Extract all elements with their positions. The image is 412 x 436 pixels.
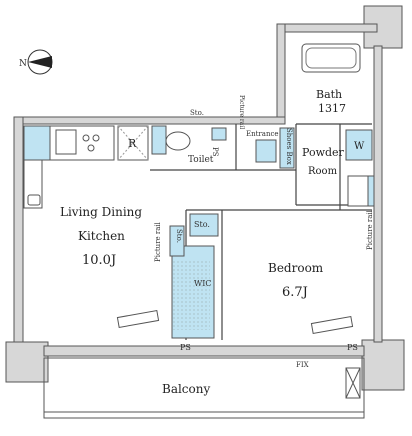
air-vents [116,310,354,334]
picture-rail-bedroom: Picture rail [366,209,374,250]
refrigerator-space: R [117,125,149,161]
compass-north-label: N [19,59,27,69]
bath-size-label: 1317 [318,102,346,115]
balcony: Balcony [43,357,365,419]
entrance-label: Entrance [246,130,279,138]
storage-label-wic: Sto. [194,220,210,229]
storage-label-toilet: Sto. [190,109,204,117]
ps-label-right: PS [347,343,358,352]
kitchen-counter [23,125,115,209]
storage-label-side: Sto. [175,229,183,243]
powder-label-line2: Room [308,166,338,177]
powder-label-line1: Powder [302,146,345,159]
washer-label: W [354,141,365,152]
bath-label: Bath [316,88,342,101]
compass-icon: N [19,49,53,75]
ldk-area-label: 10.0J [82,253,116,268]
walk-in-closet: WIC Sto. Sto. [169,213,219,339]
picture-rail-ldk: Picture rail [154,221,162,262]
bedroom-label: Bedroom [268,261,324,275]
toilet-label: Toilet [188,155,214,165]
picture-rail-entrance: Picture rail [238,95,245,129]
powder-room: W Powder Room [302,129,375,207]
ps-label-toilet: PS [211,147,219,157]
ldk-label-line2: Kitchen [78,229,125,243]
interior-walls [150,123,372,340]
bedroom-area-label: 6.7J [282,285,308,300]
outer-walls [5,5,405,391]
ldk-label-line1: Living Dining [60,205,142,219]
refrigerator-label: R [128,137,137,150]
balcony-label: Balcony [162,382,210,396]
toilet-room: Toilet Sto. PS [151,109,227,165]
shoes-box-label: Shoes Box [285,128,293,165]
fix-label: FIX [296,361,309,369]
ps-label-left: PS [180,343,191,352]
wic-label: WIC [194,279,212,288]
bath-room: Bath 1317 [301,43,361,115]
entrance-area: Entrance Shoes Box [246,127,295,169]
